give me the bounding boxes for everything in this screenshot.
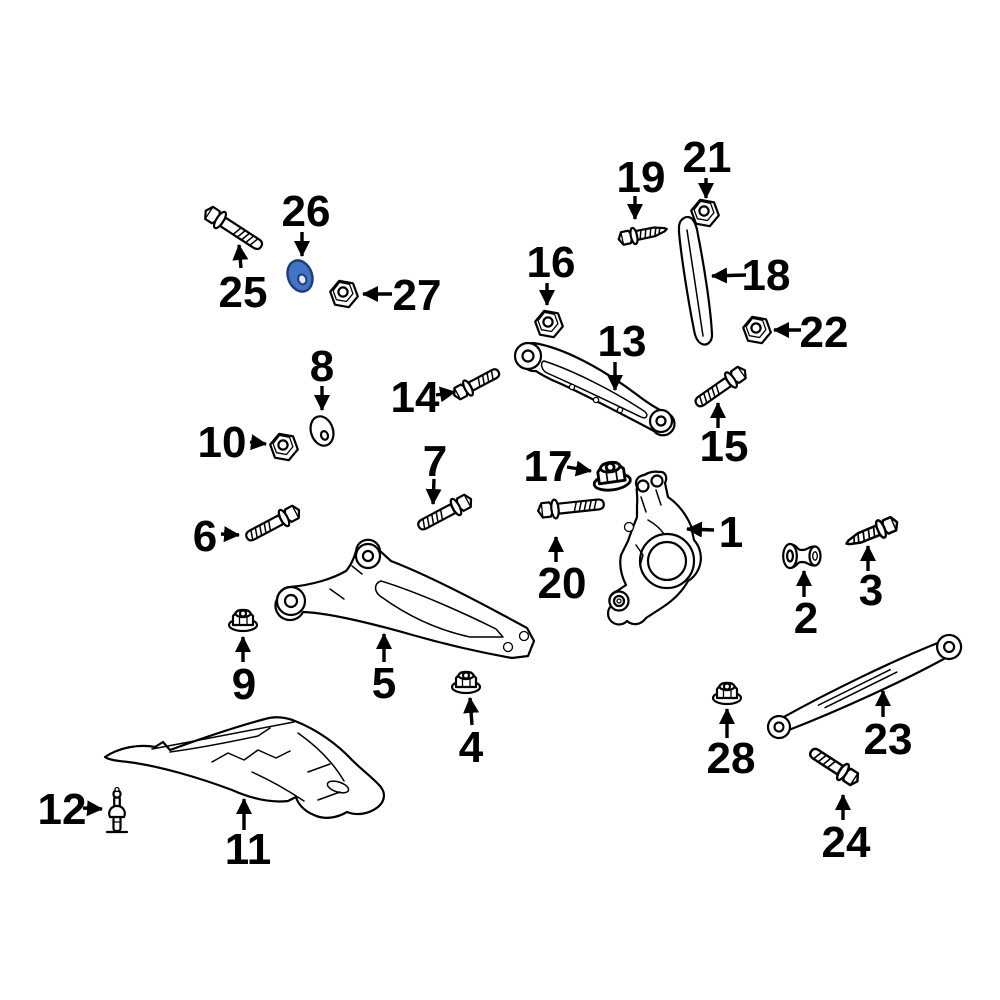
callout-arrow-4 [463,697,480,726]
part-18-link-blade[interactable] [677,215,714,346]
callout-label-2[interactable]: 2 [794,594,818,643]
callout-label-1[interactable]: 1 [719,508,743,557]
callout-arrow-10 [249,434,267,451]
part-26-washer-highlighted[interactable] [283,257,316,295]
part-28-flange-nut[interactable] [711,681,743,706]
callouts-layer: 1234567891011121314151617181920212223242… [38,133,913,874]
callout-arrow-14 [435,386,456,403]
callout-label-12[interactable]: 12 [38,785,87,834]
part-12-retainer-clip[interactable] [105,786,129,834]
part-25-bolt[interactable] [199,201,268,256]
part-24-bolt[interactable] [804,742,864,791]
callout-label-22[interactable]: 22 [800,308,849,357]
part-10-nut[interactable] [269,432,299,462]
part-6-bolt[interactable] [241,500,305,547]
callout-label-9[interactable]: 9 [232,660,256,709]
callout-label-10[interactable]: 10 [198,418,247,467]
part-13-upper-control-arm[interactable] [513,341,676,437]
part-23-lateral-rod[interactable] [764,631,965,743]
callout-arrow-6 [220,526,240,543]
callout-label-14[interactable]: 14 [391,373,440,422]
callout-label-19[interactable]: 19 [617,153,666,202]
part-1-knuckle[interactable] [606,470,702,626]
callout-label-21[interactable]: 21 [683,133,732,182]
callout-arrow-17 [566,460,592,477]
callout-label-15[interactable]: 15 [700,422,749,471]
part-16-nut[interactable] [534,309,564,339]
callout-label-26[interactable]: 26 [282,187,331,236]
callout-label-27[interactable]: 27 [393,271,442,320]
part-15-bolt[interactable] [690,361,752,413]
callout-label-5[interactable]: 5 [372,659,396,708]
callout-arrow-18 [711,267,747,284]
callout-label-6[interactable]: 6 [193,512,217,561]
part-3-screw[interactable] [841,512,902,554]
callout-label-4[interactable]: 4 [459,723,484,772]
washer-hole [297,273,308,286]
callout-label-25[interactable]: 25 [219,268,268,317]
callout-label-17[interactable]: 17 [524,442,573,491]
callout-label-23[interactable]: 23 [864,715,913,764]
part-7-bolt[interactable] [413,489,477,536]
part-4-flange-nut[interactable] [450,670,482,695]
callout-label-18[interactable]: 18 [742,251,791,300]
callout-label-20[interactable]: 20 [538,559,587,608]
part-19-screw[interactable] [615,219,670,249]
part-22-nut[interactable] [742,315,772,345]
callout-label-7[interactable]: 7 [423,437,447,486]
callout-label-13[interactable]: 13 [598,317,647,366]
callout-arrow-1 [686,521,715,538]
callout-label-8[interactable]: 8 [310,342,334,391]
callout-label-3[interactable]: 3 [859,566,883,615]
part-9-flange-nut[interactable] [227,608,259,633]
callout-label-16[interactable]: 16 [527,238,576,287]
part-5-lower-control-arm[interactable] [274,538,536,660]
part-14-bolt[interactable] [449,363,504,404]
part-8-washer[interactable] [307,413,337,448]
callout-label-28[interactable]: 28 [707,734,756,783]
callout-label-11[interactable]: 11 [225,825,272,874]
callout-arrow-25 [232,244,249,269]
part-20-bolt[interactable] [536,493,606,522]
callout-arrow-12 [82,800,103,817]
part-11-splash-shield[interactable] [103,716,385,819]
callout-arrow-7 [425,478,442,505]
part-27-nut[interactable] [329,279,359,309]
part-17-lock-nut[interactable] [590,458,633,494]
callout-label-24[interactable]: 24 [822,818,871,867]
part-2-bushing[interactable] [782,542,822,570]
